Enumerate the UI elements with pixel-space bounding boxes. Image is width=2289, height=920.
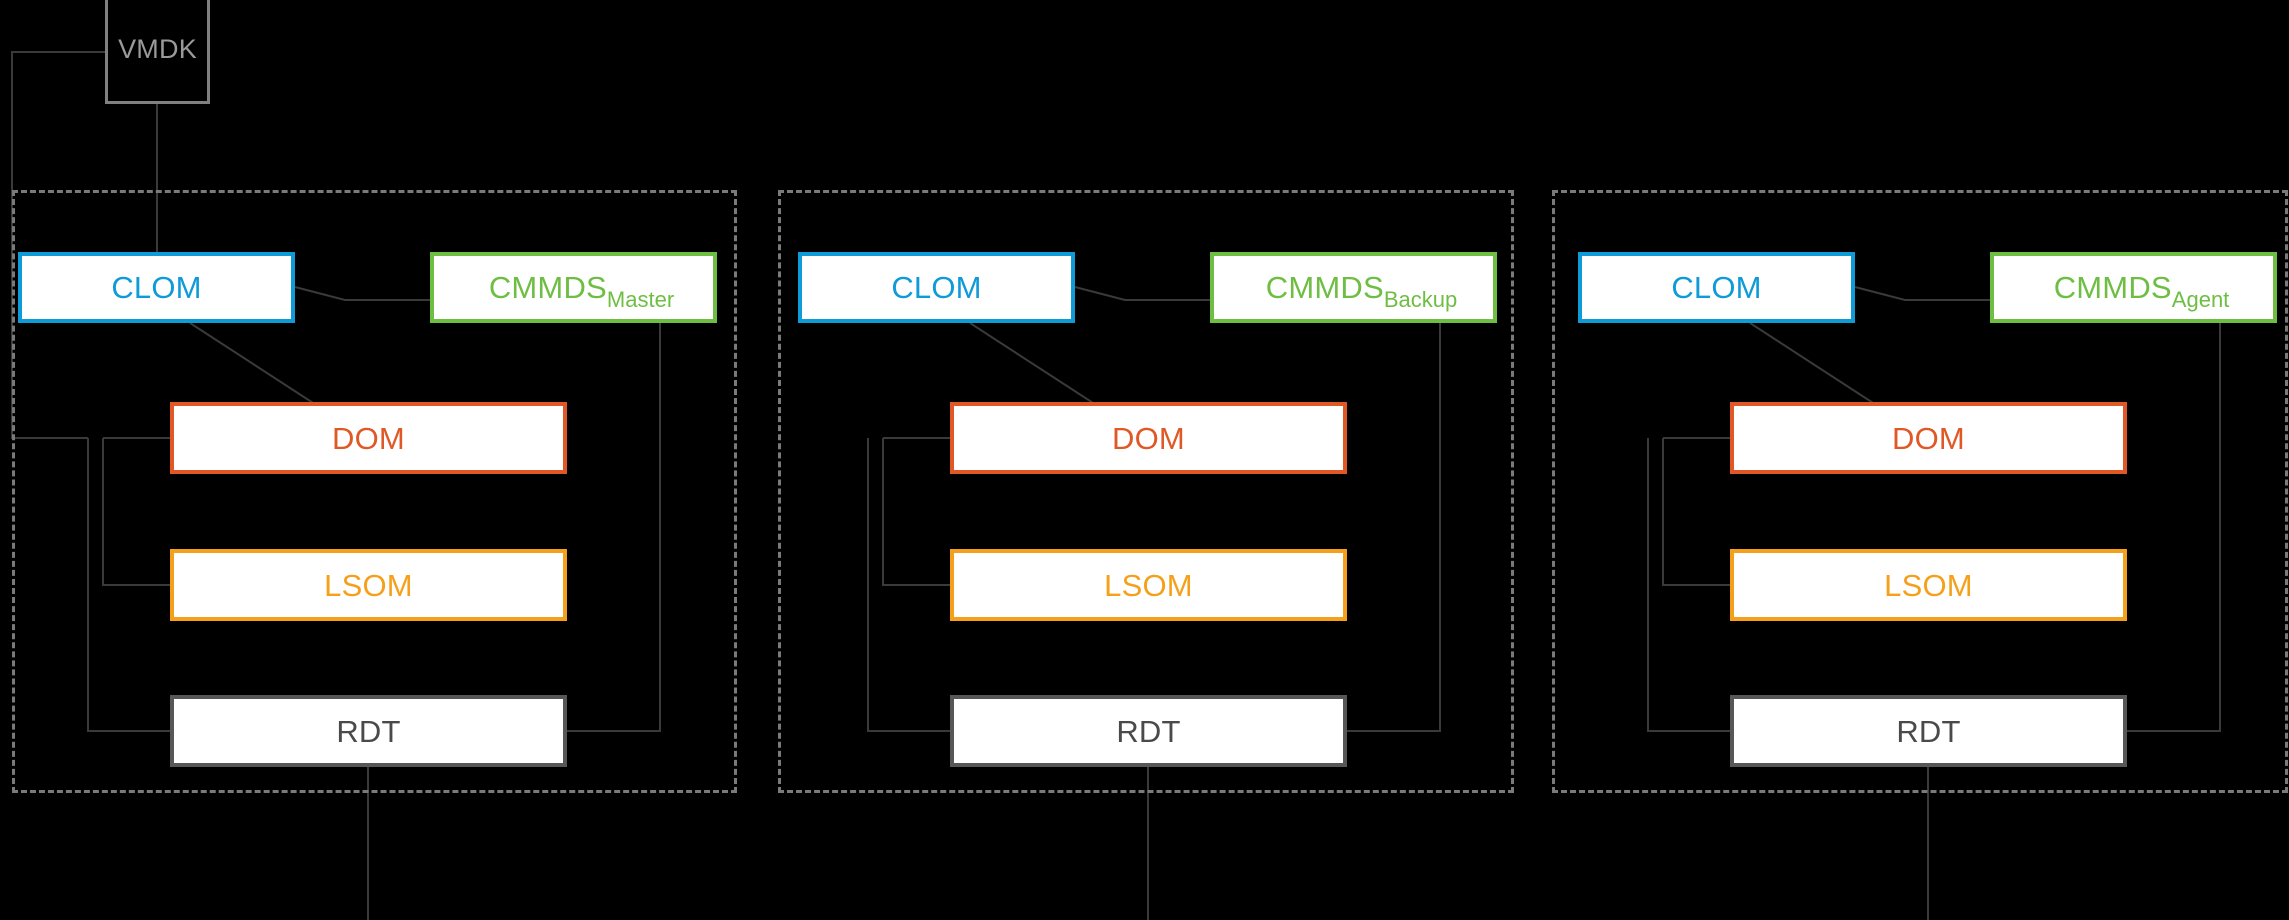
rdt-label: RDT <box>336 713 401 749</box>
lsom-label: LSOM <box>1104 567 1193 603</box>
clom-box-host-2[interactable]: CLOM <box>798 252 1075 323</box>
clom-box-host-3[interactable]: CLOM <box>1578 252 1855 323</box>
lsom-box-host-3[interactable]: LSOM <box>1730 549 2127 621</box>
cmmds-label: CMMDS <box>1265 270 1384 305</box>
cmmds-text-group: CMMDSAgent <box>2053 270 2230 311</box>
rdt-label: RDT <box>1116 713 1181 749</box>
cmmds-role-label: Backup <box>1383 287 1458 312</box>
cmmds-text-group: CMMDSMaster <box>488 270 674 311</box>
dom-box-host-1[interactable]: DOM <box>170 402 567 474</box>
lsom-label: LSOM <box>324 567 413 603</box>
cmmds-box-host-1[interactable]: CMMDSMaster <box>430 252 717 323</box>
dom-box-host-3[interactable]: DOM <box>1730 402 2127 474</box>
vmdk-label: VMDK <box>118 33 197 64</box>
rdt-box-host-2[interactable]: RDT <box>950 695 1347 767</box>
clom-label: CLOM <box>891 270 982 305</box>
cmmds-role-label: Agent <box>2171 287 2230 312</box>
lsom-box-host-2[interactable]: LSOM <box>950 549 1347 621</box>
cmmds-box-host-3[interactable]: CMMDSAgent <box>1990 252 2277 323</box>
rdt-box-host-1[interactable]: RDT <box>170 695 567 767</box>
clom-label: CLOM <box>111 270 202 305</box>
host-panel-1 <box>12 190 737 793</box>
rdt-label: RDT <box>1896 713 1961 749</box>
lsom-label: LSOM <box>1884 567 1973 603</box>
clom-label: CLOM <box>1671 270 1762 305</box>
dom-label: DOM <box>332 420 405 456</box>
host-panel-2 <box>778 190 1514 793</box>
host-panel-3 <box>1552 190 2288 793</box>
cmmds-label: CMMDS <box>2053 270 2172 305</box>
cmmds-role-label: Master <box>606 287 675 312</box>
dom-label: DOM <box>1892 420 1965 456</box>
dom-box-host-2[interactable]: DOM <box>950 402 1347 474</box>
cmmds-label: CMMDS <box>488 270 607 305</box>
cmmds-text-group: CMMDSBackup <box>1265 270 1458 311</box>
vmdk-box[interactable]: VMDK <box>105 0 210 104</box>
clom-box-host-1[interactable]: CLOM <box>18 252 295 323</box>
dom-label: DOM <box>1112 420 1185 456</box>
lsom-box-host-1[interactable]: LSOM <box>170 549 567 621</box>
cmmds-box-host-2[interactable]: CMMDSBackup <box>1210 252 1497 323</box>
rdt-box-host-3[interactable]: RDT <box>1730 695 2127 767</box>
